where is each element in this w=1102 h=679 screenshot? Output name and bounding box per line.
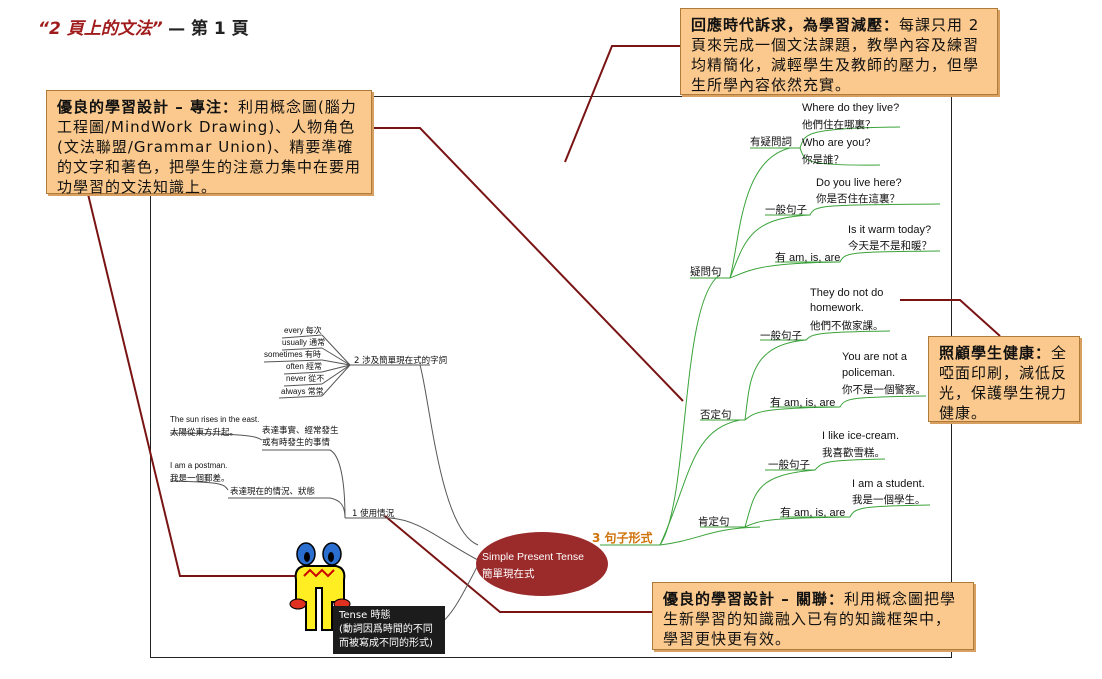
branch-usage: 1 使用情況 — [352, 509, 395, 519]
center-node-zh: 簡單現在式 — [482, 568, 535, 580]
adverb-item: always 常常 — [281, 387, 324, 396]
title-quote: “2 頁上的文法” — [38, 19, 163, 39]
adverb-item: never 從不 — [286, 374, 325, 383]
question-be-ex-zh: 今天是不是和暖？ — [848, 240, 932, 252]
affirmative-label: 肯定句 — [698, 516, 730, 528]
title-rest: — 第 1 頁 — [168, 19, 249, 39]
page-title: “2 頁上的文法” — 第 1 頁 — [38, 14, 249, 39]
question-label: 疑問句 — [690, 266, 722, 278]
center-node-ellipse — [476, 532, 608, 596]
center-node — [476, 532, 608, 596]
negative-label: 否定句 — [700, 409, 732, 421]
callout-left-heading: 優良的學習設計 – 專注： — [57, 98, 238, 116]
callout-top-right-body: 每課只用 2 頁來完成一個文法課題，教學內容及練習均精簡化，減輕學生及教師的壓力… — [691, 16, 980, 94]
callout-top-right-heading: 回應時代訴求，為學習減壓： — [691, 16, 900, 34]
affirmative-be-ex-en: I am a student. — [852, 478, 925, 490]
adverb-item: usually 通常 — [282, 338, 326, 347]
branch-adverbs: 2 涉及簡單現在式的字詞 — [354, 356, 448, 366]
tense-box-line3: 而被寫成不同的形式) — [339, 638, 433, 649]
callout-right-body: 全啞面印刷，減低反光，保護學生視力健康。 — [939, 344, 1068, 422]
affirmative-general-label: 一般句子 — [768, 459, 810, 471]
center-node-en: Simple Present Tense — [482, 551, 584, 563]
question-be-ex-en: Is it warm today? — [848, 224, 932, 236]
affirmative-general-ex-zh: 我喜歡雪糕。 — [822, 447, 885, 459]
callout-bottom-heading: 優良的學習設計 – 關聯： — [663, 590, 844, 608]
question-wh-ex2-zh: 你是誰？ — [802, 154, 844, 166]
negative-general-ex-zh: 他們不做家課。 — [810, 320, 884, 332]
tense-box: Tense 時態 (動詞因爲時間的不同 而被寫成不同的形式) — [333, 606, 445, 654]
callout-left: 優良的學習設計 – 專注：利用概念圖(腦力工程圖/MindWork Drawin… — [46, 90, 372, 196]
adverb-item: every 每次 — [284, 326, 322, 335]
question-be-label: 有 am, is, are — [775, 252, 841, 264]
connector-top-right — [564, 45, 680, 163]
callout-right: 照顧學生健康：全啞面印刷，減低反光，保護學生視力健康。 — [928, 336, 1080, 422]
question-wh-ex1-en: Where do they live? — [802, 102, 900, 114]
question-general-ex-zh: 你是否住在這裏？ — [816, 193, 900, 205]
connector-left-top — [372, 127, 684, 402]
affirmative-general-ex-en: I like ice-cream. — [822, 430, 900, 442]
adverb-item: sometimes 有時 — [264, 350, 321, 359]
usage1-label-1: 表達事實、經常發生 — [262, 426, 339, 436]
question-general-label: 一般句子 — [765, 204, 807, 216]
callout-left-body: 利用概念圖(腦力工程圖/MindWork Drawing)、人物角色(文法聯盟/… — [57, 98, 362, 196]
adverb-item: often 經常 — [286, 362, 323, 371]
question-wh-label: 有疑問詞 — [750, 136, 792, 148]
grammar-character-icon — [289, 542, 351, 631]
question-wh-ex2-en: Who are you? — [802, 137, 871, 149]
connector-left-bottom — [87, 193, 300, 577]
negative-general-ex-en1: They do not do — [810, 287, 884, 299]
usage2-example-zh: 我是一個郵差。 — [170, 474, 230, 484]
connector-right — [900, 299, 1001, 337]
usage1-example-zh: 太陽從東方升起。 — [170, 428, 239, 438]
affirmative-be-ex-zh: 我是一個學生。 — [852, 494, 926, 506]
callout-top-right: 回應時代訴求，為學習減壓：每課只用 2 頁來完成一個文法課題，教學內容及練習均精… — [680, 8, 998, 95]
usage2-example-en: I am a postman. — [170, 461, 228, 470]
negative-be-ex-en1: You are not a — [842, 351, 908, 363]
negative-general-ex-en2: homework. — [810, 302, 864, 314]
usage2-label: 表達現在的情況、狀態 — [230, 487, 316, 497]
negative-be-ex-en2: policeman. — [842, 367, 896, 379]
affirmative-be-label: 有 am, is, are — [780, 507, 846, 519]
usage1-example-en: The sun rises in the east. — [170, 415, 260, 424]
callout-bottom-body: 利用概念圖把學生新學習的知識融入已有的知識框架中，學習更快更有效。 — [663, 590, 956, 648]
connector-bottom — [384, 515, 652, 613]
callout-bottom: 優良的學習設計 – 關聯：利用概念圖把學生新學習的知識融入已有的知識框架中，學習… — [652, 582, 974, 650]
usage1-label-2: 或有時發生的事情 — [262, 438, 331, 448]
callout-right-heading: 照顧學生健康： — [939, 344, 1052, 362]
negative-be-ex-zh: 你不是一個警察。 — [842, 384, 926, 396]
negative-general-label: 一般句子 — [760, 330, 802, 342]
tense-box-line2: (動詞因爲時間的不同 — [339, 624, 433, 635]
question-wh-ex1-zh: 他們住在哪裏？ — [802, 119, 876, 131]
tense-box-line1: Tense 時態 — [339, 610, 391, 621]
branch-sentence-forms: 3 句子形式 — [592, 531, 653, 545]
negative-be-label: 有 am, is, are — [770, 397, 836, 409]
question-general-ex-en: Do you live here? — [816, 177, 902, 189]
